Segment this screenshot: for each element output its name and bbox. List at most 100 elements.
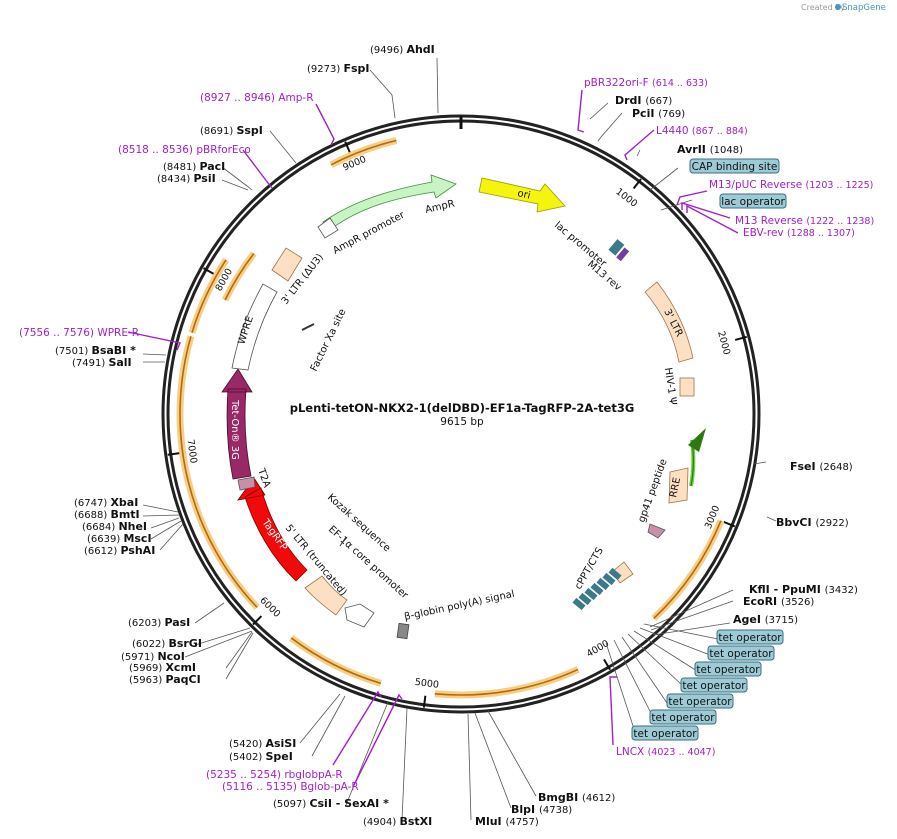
tre-block[interactable]: [608, 567, 622, 581]
primer-label[interactable]: (5116 .. 5135) Bglob-pA-R: [222, 781, 359, 793]
tre-block[interactable]: [590, 582, 604, 596]
t2a-feature[interactable]: [237, 476, 256, 491]
gp41-feature[interactable]: [647, 523, 666, 539]
site-label[interactable]: MluI (4757): [475, 815, 539, 828]
tick-mark: [734, 335, 748, 341]
site-label[interactable]: BmgBI (4612): [538, 791, 615, 804]
site-label[interactable]: FseI (2648): [790, 460, 853, 473]
lac-promoter-feature[interactable]: [608, 239, 625, 256]
tre-block[interactable]: [572, 597, 586, 611]
site-label[interactable]: (6688) BmtI: [74, 508, 140, 521]
site-position: (667): [645, 96, 672, 107]
ori-feature[interactable]: [478, 177, 566, 213]
feature-box[interactable]: [689, 158, 780, 174]
primer-position: (8927 .. 8946): [200, 92, 278, 104]
ltr3-feature[interactable]: [644, 281, 694, 363]
orf-arc[interactable]: [179, 336, 258, 608]
site-label[interactable]: (4904) BstXI: [363, 815, 432, 828]
site-label[interactable]: (7501) BsaBI *: [55, 344, 136, 357]
wpre-feature[interactable]: [231, 283, 278, 371]
site-label[interactable]: (9273) FspI: [307, 62, 369, 75]
site-label[interactable]: (5971) NcoI: [121, 650, 185, 663]
site-label[interactable]: BbvCI (2922): [776, 516, 849, 529]
primer-label[interactable]: LNCX (4023 .. 4047): [616, 746, 715, 758]
site-label[interactable]: (9496) AhdI: [370, 43, 435, 56]
site-label[interactable]: (6747) XbaI: [74, 496, 138, 509]
feature-box[interactable]: [694, 661, 762, 677]
site-label[interactable]: EcoRI (3526): [743, 595, 814, 608]
ltr3-du3-feature[interactable]: [271, 247, 303, 282]
primer-label[interactable]: (8927 .. 8946) Amp-R: [200, 92, 314, 104]
site-label[interactable]: (5969) XcmI: [129, 661, 196, 674]
site-label[interactable]: (8481) PacI: [163, 160, 225, 173]
site-position: (5969): [129, 663, 165, 674]
site-label[interactable]: (5963) PaqCI: [129, 673, 201, 686]
site-label[interactable]: (6612) PshAI: [84, 544, 155, 557]
feature-box-label: tet operator: [709, 648, 773, 660]
ltr5-feature[interactable]: [304, 575, 348, 616]
feature-box[interactable]: [631, 725, 699, 741]
site-position: (6022): [132, 639, 168, 650]
m13-rev-feature[interactable]: [616, 247, 630, 262]
gp41-label: gp41 peptide: [636, 458, 669, 524]
site-label[interactable]: BlpI (4738): [511, 803, 572, 816]
site-label[interactable]: (8691) SspI: [200, 124, 263, 137]
primer-label[interactable]: L4440 (867 .. 884): [656, 125, 748, 137]
rre-feature[interactable]: [668, 467, 689, 504]
site-label[interactable]: KflI - PpuMI (3432): [749, 583, 858, 596]
feature-box[interactable]: [680, 677, 748, 693]
beta-globin-feature[interactable]: [344, 603, 375, 628]
feature-box[interactable]: [716, 629, 784, 645]
tick-label: 4000: [585, 638, 611, 660]
tre-block[interactable]: [602, 572, 616, 586]
tre-block[interactable]: [596, 577, 610, 591]
orf-arc[interactable]: [330, 139, 397, 166]
primer-label[interactable]: (7556 .. 7576) WPRE-R: [19, 327, 139, 339]
tre-block[interactable]: [584, 587, 598, 601]
site-label[interactable]: (6639) MscI: [87, 532, 152, 545]
primer-name: LNCX: [616, 746, 648, 758]
feature-box[interactable]: [666, 693, 734, 709]
beta-globin-polya-feature[interactable]: [396, 622, 410, 640]
tick-mark: [167, 452, 180, 456]
site-label[interactable]: AgeI (3715): [733, 613, 798, 626]
site-label[interactable]: (5420) AsiSI: [229, 737, 296, 750]
orf-arc[interactable]: [224, 253, 255, 301]
primer-markers: [127, 89, 739, 786]
ampr-feature[interactable]: [322, 174, 457, 230]
primer-label[interactable]: M13/pUC Reverse (1203 .. 1225): [709, 179, 873, 191]
primer-label[interactable]: (8518 .. 8536) pBRforEco: [118, 144, 251, 156]
site-label[interactable]: (6022) BsrGI: [132, 637, 202, 650]
site-label[interactable]: (8434) PsiI: [157, 172, 216, 185]
site-label[interactable]: PciI (769): [632, 107, 685, 120]
feature-box[interactable]: [719, 193, 787, 209]
site-label[interactable]: (5402) SpeI: [229, 750, 293, 763]
orf-arc[interactable]: [434, 668, 579, 696]
primer-label[interactable]: M13 Reverse (1222 .. 1238): [735, 215, 874, 227]
site-label[interactable]: (5097) CsiI - SexAI *: [273, 797, 389, 810]
primer-label[interactable]: (5235 .. 5254) rbglobpA-R: [206, 769, 343, 781]
feature-box[interactable]: [707, 645, 775, 661]
site-label[interactable]: (6684) NheI: [82, 520, 147, 533]
site-label[interactable]: (7491) SalI: [72, 356, 132, 369]
feature-box[interactable]: [649, 709, 717, 725]
primer-position: (614 .. 633): [652, 78, 708, 89]
orf-arc[interactable]: [290, 637, 382, 685]
primer-label[interactable]: pBR322ori-F (614 .. 633): [584, 77, 708, 89]
site-label[interactable]: (6203) PasI: [128, 616, 190, 629]
hiv-psi-feature[interactable]: [679, 377, 695, 397]
site-position: (4757): [505, 817, 538, 828]
primer-label[interactable]: EBV-rev (1288 .. 1307): [743, 227, 855, 239]
tick-mark: [603, 658, 611, 671]
ampr-label: AmpR: [424, 198, 456, 215]
site-label[interactable]: AvrII (1048): [677, 143, 743, 156]
site-name: BstXI: [399, 815, 432, 828]
ampr-promoter-feature[interactable]: [317, 217, 339, 239]
orf-arc[interactable]: [653, 520, 722, 619]
teton-feature[interactable]: [221, 368, 253, 480]
site-label[interactable]: DrdI (667): [615, 94, 672, 107]
primer-name: EBV-rev: [743, 227, 787, 239]
feature-box-label: tet operator: [718, 632, 782, 644]
orf-arc[interactable]: [191, 259, 227, 334]
tre-block[interactable]: [578, 592, 592, 606]
